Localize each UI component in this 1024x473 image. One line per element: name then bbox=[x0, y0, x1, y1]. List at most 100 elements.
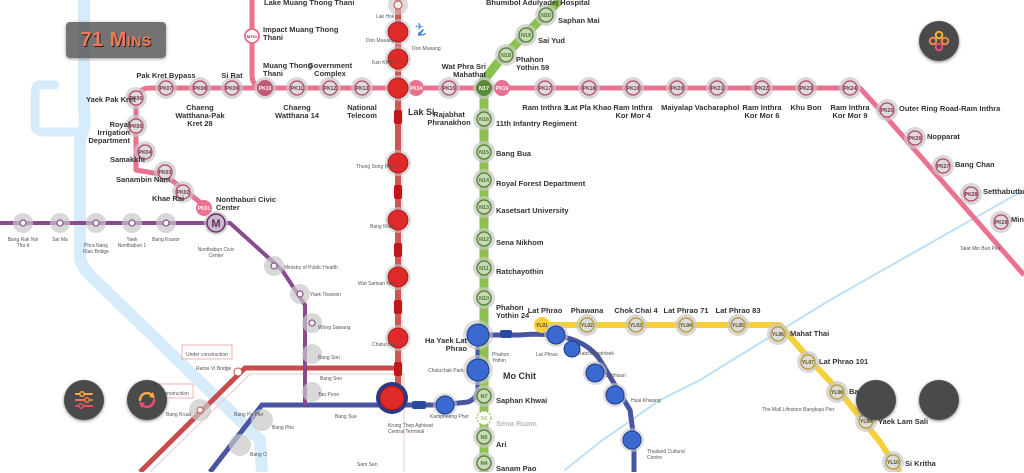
label-purple-phra-nang: Phra Nang Klao Bridge bbox=[83, 243, 109, 255]
svg-text:N13: N13 bbox=[479, 205, 489, 211]
svg-text:N7: N7 bbox=[480, 394, 487, 400]
svg-text:PK10: PK10 bbox=[259, 86, 272, 92]
label-purple-bang-rak-noi: Bang Rak Noi Tha It bbox=[7, 237, 39, 249]
svg-text:N14: N14 bbox=[479, 178, 490, 184]
label-blue-bang-sue: Bang Sue bbox=[335, 414, 357, 420]
label-green-top: Bhumibol Adulyadej Hospital bbox=[486, 0, 590, 7]
purple-stations: M bbox=[13, 211, 322, 402]
label-pk12: Government Complex bbox=[307, 61, 353, 78]
svg-text:YL06: YL06 bbox=[772, 332, 784, 338]
label-pk09: Si Rat bbox=[221, 71, 243, 80]
label-pk10: Muang Thong Thani bbox=[263, 61, 313, 78]
label-purple-bang-krasor: Bang Krasor bbox=[152, 237, 180, 243]
travel-time-value: 71 Mins bbox=[80, 28, 152, 51]
yellow-line bbox=[540, 322, 903, 472]
zoom-in-button[interactable] bbox=[919, 380, 959, 420]
label-yl05: Lat Phrao 83 bbox=[715, 306, 761, 315]
label-blue-sutthisan: Sutthisan bbox=[605, 373, 626, 379]
label-pk28: Setthabutbamphen bbox=[983, 187, 1024, 196]
label-pk16: Wat Phra Sri Mahathat bbox=[441, 62, 486, 79]
label-n8: Mo Chit bbox=[503, 371, 536, 381]
label-sam-sen: Sam Sen bbox=[357, 462, 378, 468]
svg-text:PK26: PK26 bbox=[909, 136, 922, 142]
routes-button[interactable] bbox=[919, 21, 959, 61]
svg-text:N19: N19 bbox=[521, 33, 531, 39]
svg-text:PK11: PK11 bbox=[291, 86, 303, 92]
plus-icon bbox=[929, 390, 949, 410]
label-n10: Phahon Yothin 24 bbox=[496, 303, 530, 320]
svg-text:PK24: PK24 bbox=[844, 86, 857, 92]
label-blue-lat-phrao: Lat Phrao bbox=[536, 352, 558, 358]
label-n12: Sena Nikhom bbox=[496, 238, 544, 247]
label-red-kan-kheha: Kan Kheha bbox=[372, 60, 397, 66]
label-n5: Ari bbox=[496, 440, 507, 449]
label-n13: Kasetsart University bbox=[496, 206, 569, 215]
label-blue-cultural: Thailand Cultural Centre bbox=[647, 449, 685, 461]
label-pk26: Nopparat bbox=[927, 132, 960, 141]
label-red-bang-khen: Bang Khen bbox=[370, 224, 395, 230]
label-blue-ratchada: Ratchadaphisek bbox=[578, 351, 614, 357]
filters-button[interactable] bbox=[64, 380, 104, 420]
svg-text:N10: N10 bbox=[479, 296, 489, 302]
zoom-out-button[interactable] bbox=[856, 380, 896, 420]
label-pk02: Khae Rai bbox=[152, 194, 185, 203]
label-pk14: Lak Si bbox=[408, 107, 435, 117]
svg-text:N11: N11 bbox=[479, 266, 489, 272]
label-pk23: Khu Bon bbox=[790, 103, 822, 112]
label-blue-bang-pho: Bang Pho bbox=[272, 425, 294, 431]
svg-text:N4: N4 bbox=[480, 461, 488, 467]
label-yl04: Lat Phrao 71 bbox=[663, 306, 709, 315]
label-red-krung-thep: Krung Thep Aphiwat Central Terminal bbox=[388, 423, 433, 435]
label-purple-civic: Nonthaburi Civic Center bbox=[197, 247, 235, 259]
label-red-lak-hok: Lak Hok bbox=[376, 14, 395, 20]
label-n19: Sai Yud bbox=[538, 36, 565, 45]
blue-line bbox=[208, 331, 637, 472]
label-under-construction-2: Under construction bbox=[147, 391, 189, 397]
svg-text:YL09: YL09 bbox=[860, 419, 872, 425]
label-blue-huai-khwang: Huai Khwang bbox=[631, 398, 661, 404]
label-red-wat-samian: Wat Samian Nari bbox=[358, 281, 396, 287]
label-bang-po-pier: Bang Po Pier bbox=[234, 412, 264, 418]
svg-text:PK01: PK01 bbox=[198, 206, 211, 212]
svg-text:PK22: PK22 bbox=[756, 86, 769, 92]
label-pk11: Chaeng Watthana 14 bbox=[275, 103, 319, 120]
svg-text:N17: N17 bbox=[479, 86, 489, 92]
label-bang-son-srt: Bang Son bbox=[320, 376, 342, 382]
label-yl06: Mahat Thai bbox=[790, 329, 830, 338]
svg-text:PK17: PK17 bbox=[539, 86, 552, 92]
svg-text:YL03: YL03 bbox=[630, 323, 642, 329]
svg-text:PK16: PK16 bbox=[496, 86, 509, 92]
label-pk07: Pak Kret Bypass bbox=[136, 71, 196, 80]
svg-text:N12: N12 bbox=[479, 237, 489, 243]
label-n20: Saphan Mai bbox=[558, 16, 600, 25]
label-under-construction-1: Under construction bbox=[186, 352, 228, 358]
svg-text:PK14: PK14 bbox=[410, 86, 423, 92]
label-top-pink: Lake Muang Thong Thani bbox=[264, 0, 355, 7]
label-pk13: National Telecom bbox=[347, 103, 377, 120]
river-layer bbox=[30, 0, 1024, 472]
svg-text:YL01: YL01 bbox=[536, 323, 548, 329]
label-pk01: Nonthaburi Civic Center bbox=[216, 195, 277, 212]
svg-text:PK15: PK15 bbox=[443, 86, 456, 92]
label-pk24: Ram Inthra Kor Mor 9 bbox=[830, 103, 870, 120]
purple-line bbox=[0, 221, 307, 405]
label-n18: Phahon Yothin 59 bbox=[516, 55, 550, 72]
label-pk22: Ram Inthra Kor Mor 6 bbox=[742, 103, 782, 120]
label-pk06: Yaek Pak Kret bbox=[86, 95, 136, 104]
label-airport: Don Mueang bbox=[412, 46, 441, 52]
svg-text:PK06: PK06 bbox=[130, 96, 143, 102]
label-pk05: Royal Irrigation Department bbox=[88, 120, 130, 145]
svg-text:YL05: YL05 bbox=[732, 323, 744, 329]
svg-text:N6: N6 bbox=[480, 416, 487, 422]
refresh-button[interactable] bbox=[127, 380, 167, 420]
label-n9: Ha Yaek Lat Phrao bbox=[425, 336, 467, 353]
label-pk29: Min Buri Market bbox=[1011, 215, 1024, 224]
red-stations: ✈ bbox=[376, 0, 426, 414]
svg-text:PK20: PK20 bbox=[671, 86, 684, 92]
label-yl09: Yaek Lam Sali bbox=[878, 417, 929, 426]
svg-text:PK13: PK13 bbox=[356, 86, 369, 92]
label-yl02: Phawana bbox=[570, 306, 604, 315]
